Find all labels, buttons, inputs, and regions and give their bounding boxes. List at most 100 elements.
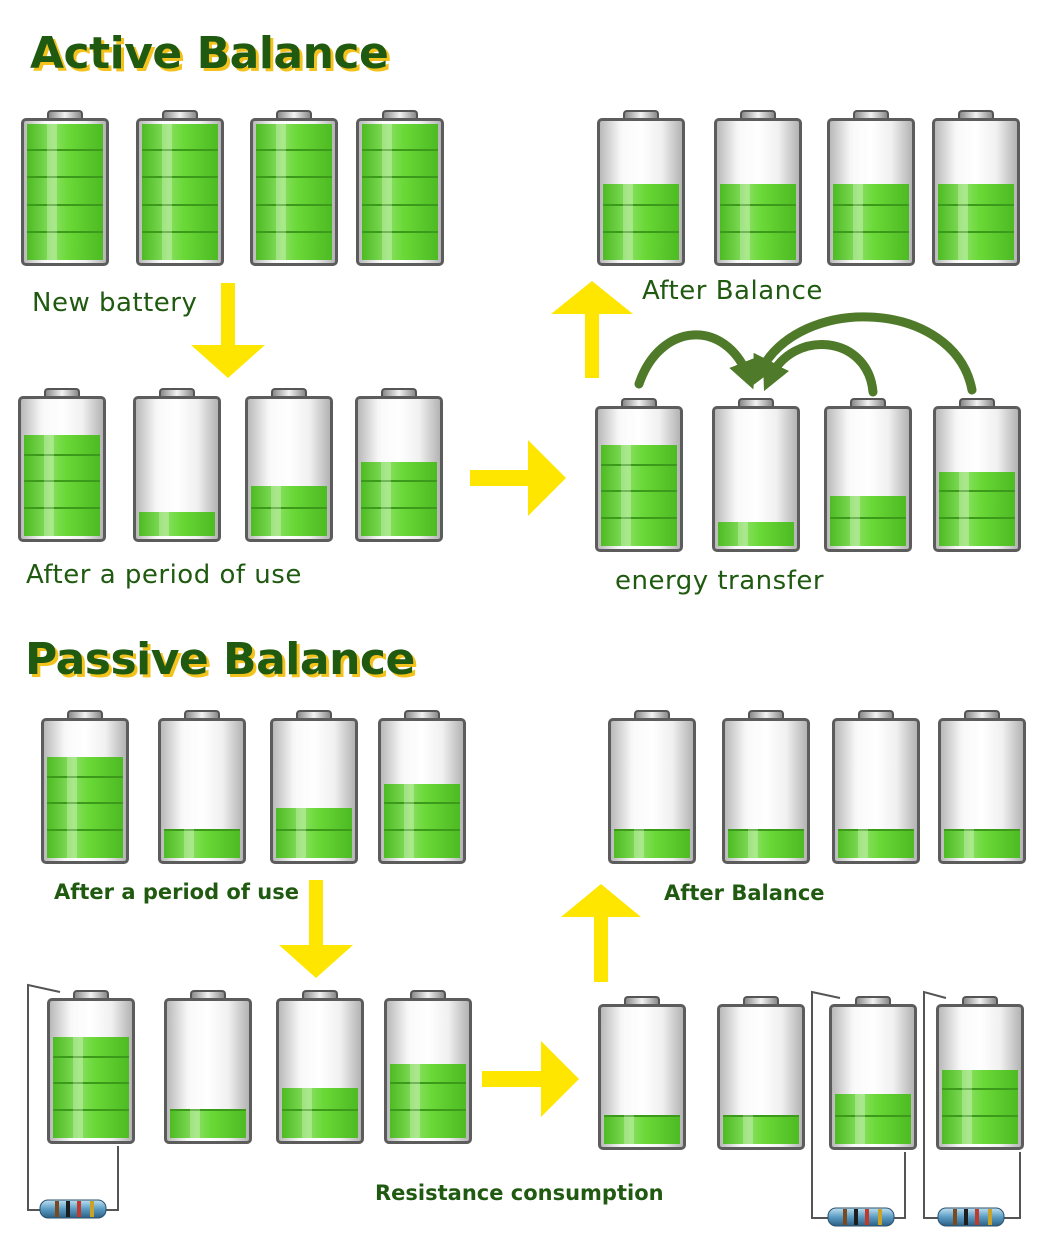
- battery-segment-line: [838, 829, 914, 831]
- battery-segment-line: [720, 231, 796, 233]
- battery-segment-line: [720, 204, 796, 206]
- battery-segment-line: [384, 802, 460, 804]
- active-after-balance-label: After Balance: [642, 276, 823, 306]
- battery: [722, 710, 810, 864]
- battery-segment-line: [53, 1082, 129, 1084]
- battery-segment-line: [170, 1109, 246, 1111]
- arrow-right-icon: [482, 1041, 579, 1117]
- battery: [712, 398, 800, 552]
- battery-segment-line: [361, 480, 437, 482]
- battery-segment-line: [362, 204, 438, 206]
- battery: [47, 990, 135, 1144]
- arrow-down-icon: [279, 880, 353, 978]
- discharge-wire: [811, 990, 906, 1219]
- active-balance-title: Active Balance: [30, 28, 389, 79]
- battery-segment-line: [27, 149, 103, 151]
- battery-segment-line: [24, 507, 100, 509]
- arrow-down-icon: [191, 283, 265, 378]
- battery-segment-line: [142, 176, 218, 178]
- battery-segment-line: [256, 149, 332, 151]
- battery-segment-line: [833, 204, 909, 206]
- battery-segment-line: [361, 507, 437, 509]
- battery-segment-line: [390, 1109, 466, 1111]
- battery-segment-line: [142, 149, 218, 151]
- battery-segment-line: [47, 829, 123, 831]
- battery-segment-line: [939, 517, 1015, 519]
- battery-segment-line: [603, 231, 679, 233]
- battery-segment-line: [362, 231, 438, 233]
- battery-segment-line: [142, 231, 218, 233]
- battery-segment-line: [251, 507, 327, 509]
- battery: [356, 110, 444, 266]
- resistance-consumption-label: Resistance consumption: [375, 1181, 664, 1205]
- curved-arrow-icon: [753, 312, 977, 395]
- battery-segment-line: [601, 490, 677, 492]
- battery: [133, 388, 221, 542]
- battery-segment-line: [362, 149, 438, 151]
- arrow-up-icon: [561, 884, 641, 982]
- battery: [378, 710, 466, 864]
- curved-arrow-icon: [634, 330, 757, 390]
- arrow-right-icon: [470, 440, 566, 516]
- battery: [355, 388, 443, 542]
- battery-segment-line: [728, 829, 804, 831]
- battery: [164, 990, 252, 1144]
- battery-segment-line: [604, 1115, 680, 1117]
- battery: [932, 110, 1020, 266]
- battery-segment-line: [942, 1088, 1018, 1090]
- battery-segment-line: [944, 829, 1020, 831]
- battery-segment-line: [835, 1115, 911, 1117]
- battery-segment-line: [24, 454, 100, 456]
- arrow-up-icon: [551, 281, 633, 378]
- resistor-icon: [937, 1207, 1005, 1227]
- curved-arrow-icon: [762, 340, 878, 397]
- battery: [18, 388, 106, 542]
- battery: [824, 398, 912, 552]
- passive-after-balance-label: After Balance: [664, 881, 825, 905]
- battery-segment-line: [603, 204, 679, 206]
- battery-segment-line: [939, 490, 1015, 492]
- battery-segment-line: [938, 204, 1014, 206]
- battery-segment-line: [27, 231, 103, 233]
- discharge-wire: [923, 990, 1021, 1219]
- battery: [21, 110, 109, 266]
- battery-segment-line: [601, 517, 677, 519]
- battery: [597, 110, 685, 266]
- battery: [936, 996, 1024, 1150]
- battery-segment-line: [601, 464, 677, 466]
- passive-used-label: After a period of use: [54, 880, 299, 904]
- battery-segment-line: [47, 776, 123, 778]
- battery-segment-line: [53, 1109, 129, 1111]
- battery-segment-line: [164, 829, 240, 831]
- battery-segment-line: [282, 1109, 358, 1111]
- battery-segment-line: [27, 204, 103, 206]
- battery-segment-line: [276, 829, 352, 831]
- battery: [250, 110, 338, 266]
- active-used-label: After a period of use: [26, 560, 302, 590]
- passive-balance-title: Passive Balance: [25, 634, 415, 685]
- resistor-icon: [39, 1199, 107, 1219]
- battery-segment-line: [256, 204, 332, 206]
- battery-segment-line: [362, 176, 438, 178]
- battery-segment-line: [53, 1056, 129, 1058]
- battery: [384, 990, 472, 1144]
- battery-segment-line: [47, 802, 123, 804]
- battery-segment-line: [384, 829, 460, 831]
- battery-segment-line: [938, 231, 1014, 233]
- battery-segment-line: [256, 231, 332, 233]
- battery-segment-line: [142, 204, 218, 206]
- battery: [832, 710, 920, 864]
- battery-segment-line: [614, 829, 690, 831]
- battery-segment-line: [830, 517, 906, 519]
- energy-transfer-label: energy transfer: [615, 566, 825, 596]
- battery-segment-line: [27, 176, 103, 178]
- new-battery-label: New battery: [32, 288, 198, 318]
- resistor-icon: [827, 1207, 895, 1227]
- battery: [41, 710, 129, 864]
- battery-segment-line: [942, 1115, 1018, 1117]
- battery-segment-line: [723, 1115, 799, 1117]
- battery-segment-line: [256, 176, 332, 178]
- battery-segment-line: [833, 231, 909, 233]
- battery-segment-line: [24, 480, 100, 482]
